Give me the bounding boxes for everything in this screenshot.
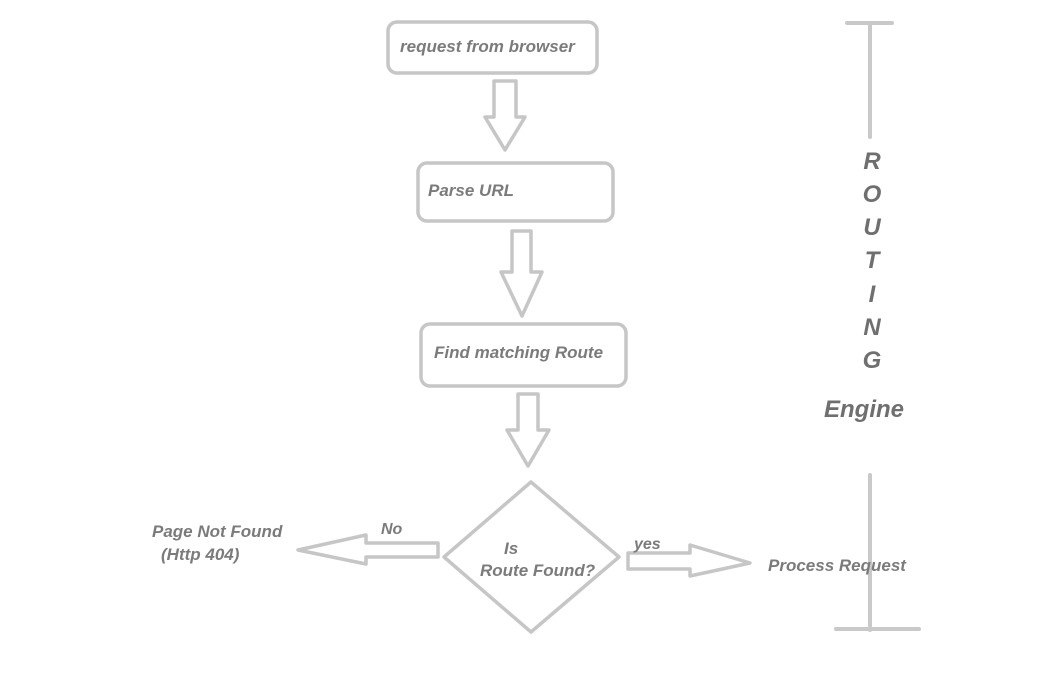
routing-letter: T — [864, 247, 880, 274]
arrow-parse-to-find — [499, 229, 544, 318]
routing-letter: O — [862, 181, 882, 208]
decision-label-line2: Route Found? — [480, 561, 596, 580]
routing-letter: G — [862, 347, 882, 374]
routing-letter: U — [863, 214, 881, 241]
decision-diamond — [442, 480, 621, 634]
routing-letter: R — [863, 148, 881, 175]
decision-label-line1: Is — [504, 539, 519, 558]
not-found-label-line2: (Http 404) — [161, 545, 240, 564]
arrow-yes-to-process — [626, 543, 752, 578]
process-request-label: Process Request — [768, 556, 906, 575]
edge-label-yes: yes — [634, 536, 661, 553]
parse-url-box — [416, 161, 615, 223]
routing-letter: I — [868, 281, 876, 308]
arrow-request-to-parse — [483, 79, 527, 152]
not-found-label-line1: Page Not Found — [152, 522, 283, 541]
find-route-box — [419, 322, 628, 388]
find-route-label: Find matching Route — [434, 343, 604, 362]
edge-label-no: No — [381, 521, 403, 538]
request-label: request from browser — [400, 37, 575, 56]
request-box — [386, 20, 599, 75]
engine-label: Engine — [824, 396, 905, 423]
routing-letter: N — [863, 314, 881, 341]
arrow-find-to-decision — [505, 392, 551, 468]
arrow-no-to-not-found — [296, 533, 440, 566]
parse-url-label: Parse URL — [428, 181, 514, 200]
